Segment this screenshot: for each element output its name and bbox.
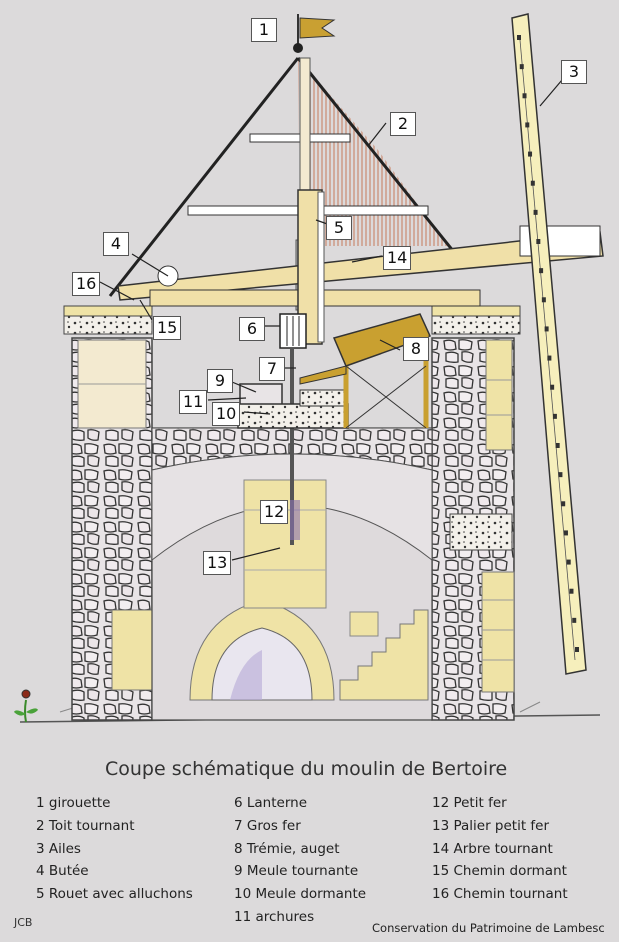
callout-14: 14 — [383, 246, 412, 270]
sail-hole — [519, 64, 524, 70]
author-initials: JCB — [14, 916, 33, 929]
sail-hole — [539, 268, 544, 274]
legend-item: 4 Butée — [36, 863, 89, 880]
sail-hole — [566, 559, 571, 565]
callout-15: 15 — [153, 316, 182, 340]
callout-9: 9 — [207, 369, 233, 393]
legend-item: 10 Meule dormante — [234, 886, 367, 903]
sail-hole — [563, 530, 568, 536]
sail-hole — [517, 35, 521, 40]
callout-13: 13 — [203, 551, 232, 575]
sail-hole — [522, 93, 527, 99]
legend-item: 9 Meule tournante — [234, 863, 359, 880]
sail-hole — [544, 326, 549, 332]
lantern-gear — [279, 313, 307, 349]
sail-hole — [558, 472, 563, 478]
legend-item: 6 Lanterne — [234, 795, 308, 811]
legend-item: 2 Toit tournant — [36, 817, 135, 834]
sail-hole — [575, 647, 579, 652]
sail-hole — [561, 501, 566, 507]
sail-hole — [541, 297, 546, 303]
mill-cross-section — [14, 13, 604, 723]
legend-item: 13 Palier petit fer — [432, 817, 550, 834]
sail-hole — [525, 122, 530, 128]
interior-wall — [151, 427, 433, 721]
diagram-caption: Coupe schématique du moulin de Bertoire — [105, 758, 508, 780]
legend-item: 1 girouette — [36, 795, 111, 811]
callout-4: 4 — [103, 232, 129, 256]
callout-5: 5 — [326, 216, 352, 240]
sail-hole — [550, 384, 555, 390]
legend-item: 11 archures — [234, 908, 315, 925]
legend-item: 12 Petit fer — [432, 795, 507, 811]
right-tower — [431, 337, 515, 721]
sail-hole — [533, 209, 538, 215]
credit-line: Conservation du Patrimoine de Lambesc — [372, 921, 605, 935]
spindle-shade — [290, 500, 300, 540]
callout-3: 3 — [561, 60, 587, 84]
staircase — [339, 609, 429, 701]
legend-item: 3 Ailes — [36, 840, 81, 857]
legend-item: 8 Trémie, auget — [234, 840, 340, 857]
millstones — [237, 383, 349, 429]
sail — [511, 13, 587, 675]
legend-item: 16 Chemin tournant — [432, 886, 568, 903]
callout-1: 1 — [251, 18, 277, 42]
sail-hole — [547, 355, 552, 361]
legend-item: 5 Rouet avec alluchons — [36, 886, 193, 903]
callout-2: 2 — [390, 112, 416, 136]
sail-hole — [536, 239, 541, 244]
legend-item: 15 Chemin dormant — [432, 863, 567, 880]
sail-hole — [552, 413, 557, 419]
flower-icon — [14, 689, 38, 723]
sail-hole — [528, 151, 533, 157]
legend-item: 14 Arbre tournant — [432, 840, 553, 857]
callout-10: 10 — [212, 402, 241, 426]
sail-hole — [569, 588, 574, 594]
sail-holes — [517, 35, 579, 652]
callout-7: 7 — [259, 357, 285, 381]
left-tower — [71, 337, 153, 721]
leader-lines — [99, 79, 563, 561]
sail-hole — [555, 443, 560, 448]
callout-16: 16 — [72, 272, 101, 296]
callout-11: 11 — [179, 390, 208, 414]
weathervane — [293, 14, 336, 53]
callout-12: 12 — [260, 500, 289, 524]
callout-6: 6 — [239, 317, 265, 341]
legend-item: 7 Gros fer — [234, 817, 301, 834]
legend-column-3: 12 Petit fer 13 Palier petit fer 14 Arbr… — [432, 792, 568, 906]
sail-hole — [572, 617, 577, 623]
callout-8: 8 — [403, 337, 429, 361]
sail-hole — [530, 180, 535, 186]
legend-column-1: 1 girouette 2 Toit tournant 3 Ailes 4 Bu… — [36, 792, 193, 906]
walkway — [63, 305, 521, 335]
legend-column-2: 6 Lanterne 7 Gros fer 8 Trémie, auget 9 … — [234, 792, 366, 929]
